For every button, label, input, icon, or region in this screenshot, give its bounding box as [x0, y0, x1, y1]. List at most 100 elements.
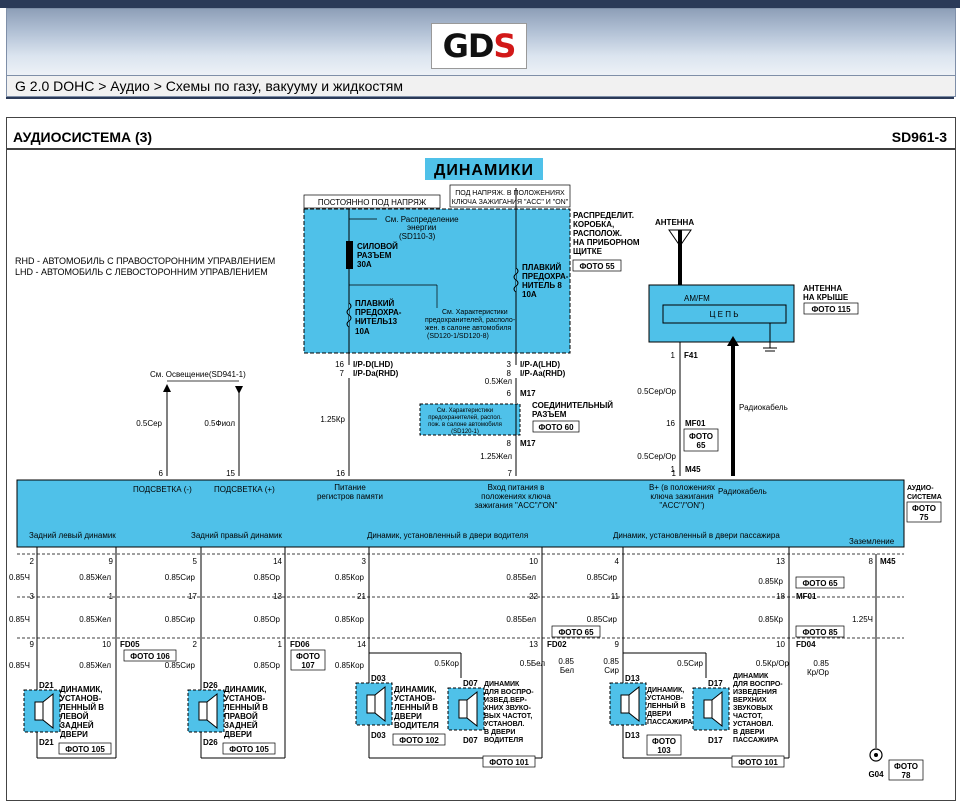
- speaker-conn-bottom: D21: [39, 738, 54, 747]
- junction-box: [303, 208, 571, 354]
- rr-2: УСТАНОВ-: [224, 694, 265, 703]
- w-085red-2: 0.85Кр: [758, 615, 783, 624]
- breadcrumb[interactable]: G 2.0 DOHC > Аудио > Схемы по газу, ваку…: [6, 75, 956, 97]
- diagram-title: АУДИОСИСТЕМА (3): [13, 129, 152, 145]
- dd-2: УСТАНОВ-: [394, 694, 435, 703]
- arrow-illum-pos: [235, 386, 243, 394]
- pt-9: ПАССАЖИРА: [733, 737, 778, 744]
- pin-r2-11: 11: [611, 592, 620, 601]
- junction-2: КОРОБКА,: [573, 220, 614, 229]
- photo-106: ФОТО 106: [130, 652, 170, 661]
- photo-106-box: [123, 649, 177, 662]
- rl-2: УСТАНОВ-: [60, 694, 101, 703]
- photo-103-box: [646, 734, 682, 756]
- m45-top: M45: [685, 465, 701, 474]
- m17-bottom: M17: [520, 439, 536, 448]
- pin-8-right: 8: [507, 369, 512, 378]
- speaker-icon: [42, 692, 54, 730]
- arrow-illum-neg: [163, 384, 171, 392]
- fuse8-3: НИТЕЛЬ 8: [522, 281, 562, 290]
- roof-antenna-1: АНТЕННА: [803, 284, 842, 293]
- legend-rhd: RHD - АВТОМОБИЛЬ С ПРАВОСТОРОННИМ УПРАВЛ…: [15, 256, 275, 266]
- memory-2: регистров памяти: [317, 492, 383, 501]
- fuse8-4: 10A: [522, 290, 537, 299]
- photo-60-box: [532, 420, 580, 433]
- photo-85-box: [795, 625, 845, 638]
- bplus-3: "ACC"/"ON"): [659, 501, 704, 510]
- w-085bel-2: 0.85Бел: [506, 615, 536, 624]
- speaker-icon: [374, 685, 386, 723]
- speaker-conn-top: D13: [625, 674, 640, 683]
- speaker-icon: [206, 692, 218, 730]
- photo-107-a: ФОТО: [296, 652, 320, 661]
- pin-r2-13: 13: [273, 592, 282, 601]
- speaker-conn-top: D07: [463, 679, 478, 688]
- pd-5: ПАССАЖИРА: [647, 719, 692, 726]
- pin-r3-1: 1: [278, 640, 283, 649]
- pin-b8: 8: [869, 557, 874, 566]
- rl-1: ДИНАМИК,: [60, 685, 103, 694]
- w-085ch-1: 0.85Ч: [9, 573, 30, 582]
- dt-4: ХНИХ ЗВУКО-: [484, 705, 532, 712]
- circuit-label: Ц Е П Ь: [710, 310, 739, 319]
- bplus-2: ключа зажигания: [650, 492, 713, 501]
- pin-1-f41: 1: [671, 351, 676, 360]
- rl-5: ЗАДНЕЙ: [60, 721, 94, 730]
- pt-2: ДЛЯ ВОСПРО-: [733, 681, 783, 688]
- rl-3: ЛЕННЫЙ В: [60, 703, 104, 712]
- diagram-code: SD961-3: [892, 129, 947, 145]
- w-085or-1: 0.85Ор: [254, 573, 281, 582]
- header-divider: [6, 97, 954, 99]
- w-085-bel-a: 0.85: [558, 657, 574, 666]
- fd02: FD02: [547, 640, 567, 649]
- logo-text: GDS: [432, 27, 526, 65]
- power-conn-1: СИЛОВОЙ: [357, 242, 398, 251]
- power-conn-3: 30A: [357, 260, 372, 269]
- radio-cable-label: Радиокабель: [739, 403, 788, 412]
- w-ylw125: 1.25Жел: [480, 452, 512, 461]
- junction-5: ЩИТКЕ: [573, 247, 603, 256]
- pin-r3-2: 2: [193, 640, 198, 649]
- dt-1: ДИНАМИК: [484, 681, 520, 688]
- audio-unit-bar: [16, 479, 905, 548]
- m45-bottom: M45: [880, 557, 896, 566]
- speaker-magnet: [198, 701, 208, 721]
- speaker-box: [609, 682, 647, 726]
- junction-4: НА ПРИБОРНОМ: [573, 238, 640, 247]
- radio-cable-arrow: [727, 336, 739, 346]
- fuse-char-2: предохранителей, располо-: [425, 316, 516, 324]
- pin-b10: 10: [529, 557, 538, 566]
- hot-acc-box: [449, 184, 571, 208]
- fuse-char-4: (SD120-1/SD120-8): [427, 333, 489, 340]
- pt-7: УСТАНОВЛ.: [733, 721, 773, 728]
- unit-2: СИСТЕМА: [907, 494, 942, 501]
- photo-102: ФОТО 102: [399, 736, 439, 745]
- fuse13-3: НИТЕЛЬ13: [355, 317, 398, 326]
- logo-s: S: [493, 27, 516, 65]
- joint-char-3: пож. в салоне автомобиля: [428, 422, 502, 428]
- photo-78-a: ФОТО: [894, 762, 918, 771]
- w-05sir: 0.5Сир: [677, 659, 703, 668]
- photo-75-box: [906, 501, 942, 523]
- fuse13-1: ПЛАВКИЙ: [355, 299, 395, 308]
- ip-aa: I/P-Aa(RHD): [520, 369, 566, 378]
- fuse13-4: 10A: [355, 327, 370, 336]
- acc-2: положениях ключа: [481, 492, 551, 501]
- photo-115-box: [803, 302, 859, 315]
- fuse-char-1: См. Характеристики: [442, 309, 508, 316]
- fuse8-1: ПЛАВКИЙ: [522, 263, 562, 272]
- joint-connector-box: [419, 403, 521, 436]
- pin-r3-9a: 9: [30, 640, 35, 649]
- w-085-bel-b: Бел: [560, 666, 574, 675]
- photo-55: ФОТО 55: [579, 262, 615, 271]
- w-085korop-b: Кр/Ор: [807, 668, 830, 677]
- pin-r3-14: 14: [357, 640, 366, 649]
- photo-65-fd02: ФОТО 65: [558, 628, 594, 637]
- pt-3: ИЗВЕДЕНИЯ: [733, 689, 777, 696]
- photo-107-b: 107: [301, 661, 315, 670]
- pin-3-right: 3: [507, 360, 512, 369]
- photo-78-box: [888, 759, 924, 781]
- wiring-diagram: АУДИОСИСТЕМА (3) SD961-3 ДИНАМИКИ RHD - …: [6, 117, 956, 801]
- speaker-conn-bottom: D13: [625, 731, 640, 740]
